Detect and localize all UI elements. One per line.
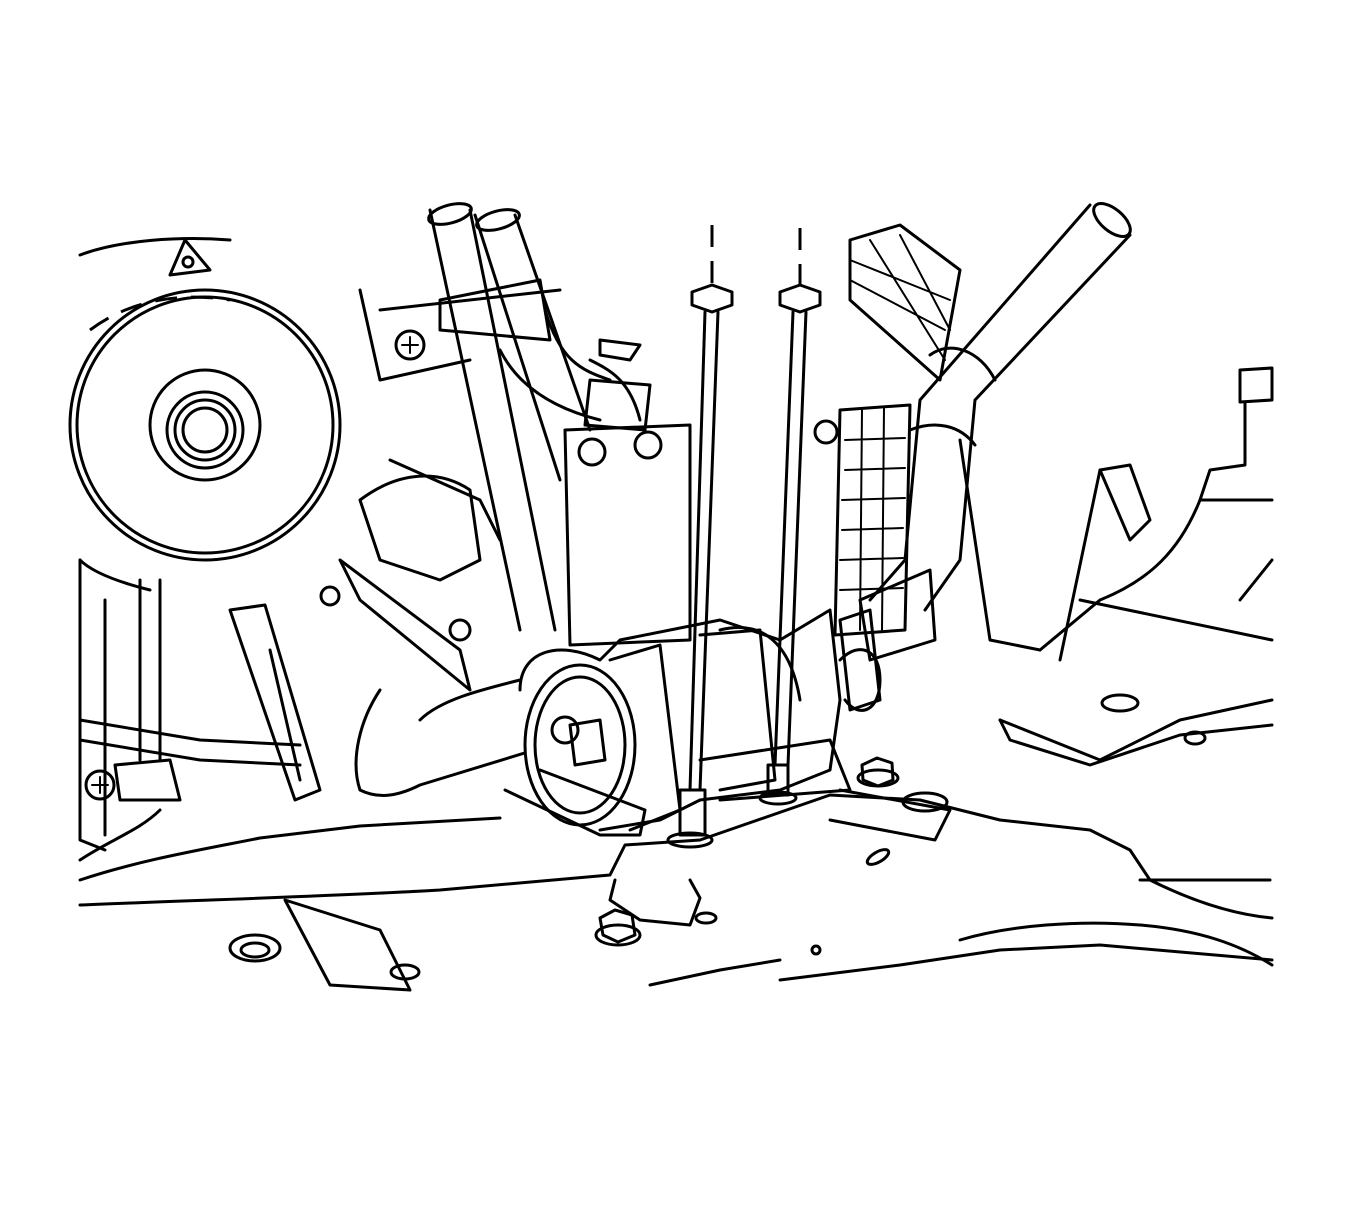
- engine-pulley: [70, 239, 340, 860]
- radiator-hoses: [230, 200, 610, 800]
- flange-nut-lower: [596, 910, 640, 945]
- mount-assembly: [505, 610, 880, 835]
- flange-nut-right: [858, 758, 898, 786]
- strut-housing: [960, 368, 1272, 660]
- mount-bolt-left: [668, 225, 732, 847]
- hose-clamp: [565, 340, 690, 645]
- subframe-panel: [80, 695, 1272, 990]
- mount-bolt-right: [760, 228, 820, 804]
- condenser-mesh: [815, 225, 960, 635]
